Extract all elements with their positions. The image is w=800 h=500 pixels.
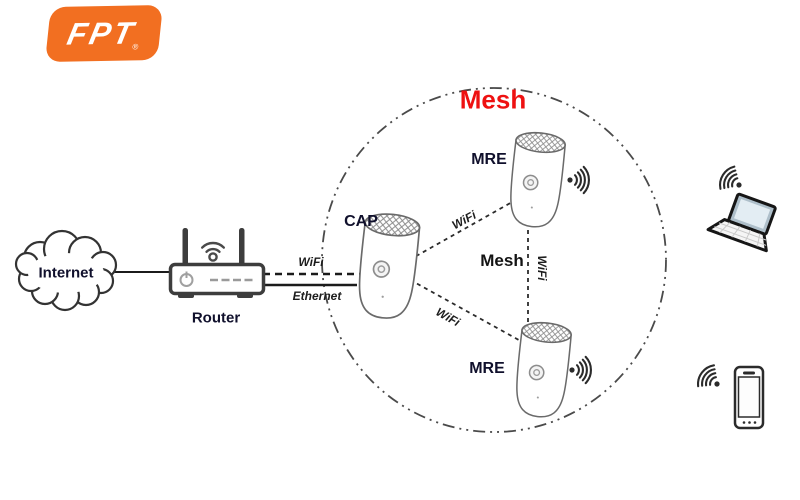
laptop-icon [706,192,777,253]
router-foot-left [178,292,194,298]
mre-bottom-label: MRE [469,360,505,377]
smartphone-icon [733,365,765,430]
router-icon [168,228,266,298]
wifi-link-label-router: WiFi [298,255,324,269]
fpt-logo: FPT ® [44,5,164,62]
internet-cloud-icon [14,229,118,312]
ethernet-link-label: Ethernet [292,289,342,303]
router-foot-right [237,292,253,298]
mre-top-signal-icon [566,165,590,195]
mesh-center-label: Mesh [480,251,524,270]
mesh-boundary-circle [321,87,667,433]
phone-wifi-icon [692,361,729,398]
mre-bottom-device-icon [512,319,574,420]
wifi-waves-icon [201,241,225,262]
wifi-link-label-vertical: WiFi [535,255,549,281]
power-icon [179,271,194,287]
router-antenna-left [182,228,188,268]
fpt-logo-text: FPT [64,15,140,52]
laptop-wifi-icon [714,162,750,199]
cap-label: CAP [344,213,378,230]
router-antenna-right [239,228,245,268]
cap-mre-bottom-wifi-line [395,271,527,345]
mesh-title: Mesh [459,84,527,115]
mre-top-device-icon [506,129,568,230]
mre-bottom-signal-icon [568,355,592,385]
internet-label: Internet [38,264,94,282]
router-label: Router [191,309,241,327]
mre-top-label: MRE [471,151,507,168]
